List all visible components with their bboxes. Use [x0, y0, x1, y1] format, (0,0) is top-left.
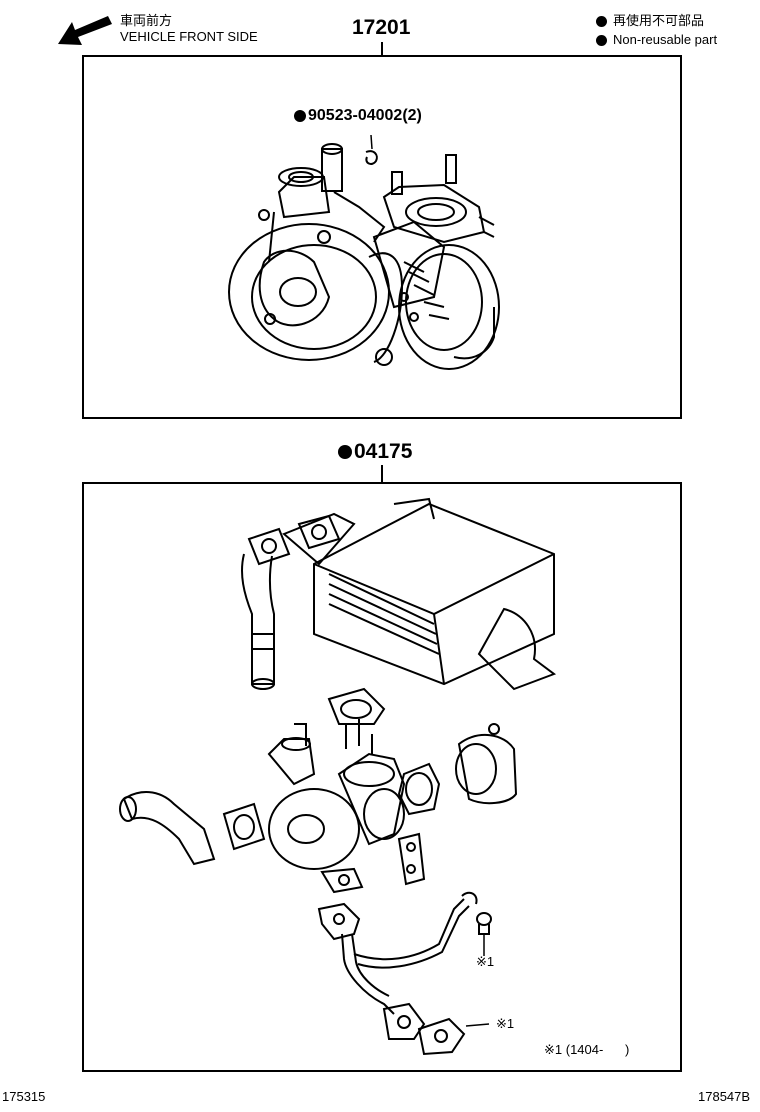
- footer-right-code: 178547B: [698, 1089, 751, 1104]
- bottom-leader-line: [381, 465, 383, 483]
- arrow-svg: [58, 16, 112, 45]
- bullet-icon: [338, 445, 352, 460]
- note-text: ※1 (1404- ): [544, 1042, 630, 1057]
- legend-jp-text: 再使用不可部品: [613, 13, 705, 28]
- gasket-kit-panel: ※1 ※1 ※1 (1404- ): [82, 482, 682, 1072]
- direction-label-jp: 車両前方: [120, 13, 173, 28]
- legend-jp: 再使用不可部品: [596, 10, 704, 29]
- direction-label-en: VEHICLE FRONT SIDE: [120, 29, 258, 44]
- bullet-icon: [596, 16, 607, 28]
- note-marker-2: ※1: [496, 1016, 515, 1031]
- turbocharger-panel: 90523-04002(2): [82, 55, 682, 419]
- vehicle-front-arrow-icon: [56, 12, 114, 48]
- bottom-part-number: 04175: [338, 440, 412, 464]
- top-leader-line: [381, 42, 383, 56]
- bullet-icon: [596, 35, 607, 47]
- gasket-kit-drawing: [119, 497, 557, 1056]
- turbocharger-drawing: [228, 134, 500, 370]
- callout-90523-04002: 90523-04002(2): [294, 107, 422, 125]
- note-marker-1: ※1: [476, 954, 495, 969]
- footer-left-code: 175315: [2, 1089, 46, 1104]
- callout-text: 90523-04002(2): [308, 107, 422, 124]
- bullet-icon: [294, 109, 306, 122]
- bottom-part-text: 04175: [354, 440, 413, 463]
- legend-en-text: Non-reusable part: [613, 32, 718, 47]
- top-part-number: 17201: [352, 16, 411, 39]
- legend-en: Non-reusable part: [596, 32, 717, 47]
